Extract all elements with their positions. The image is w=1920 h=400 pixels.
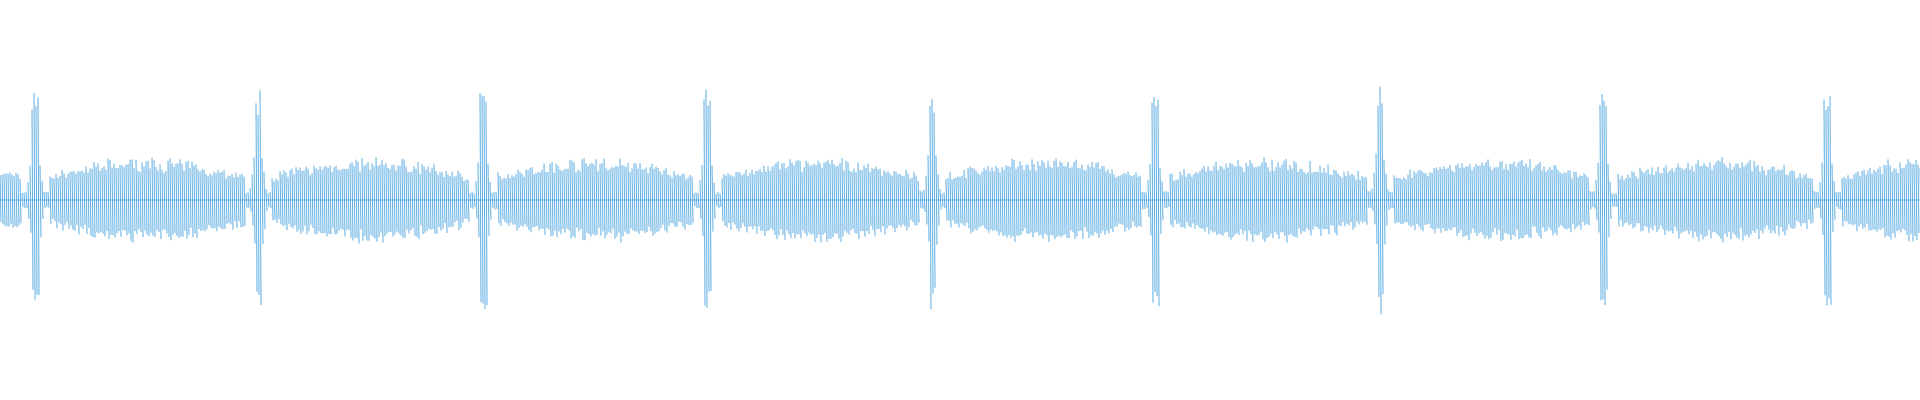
waveform-trace xyxy=(0,86,1920,315)
